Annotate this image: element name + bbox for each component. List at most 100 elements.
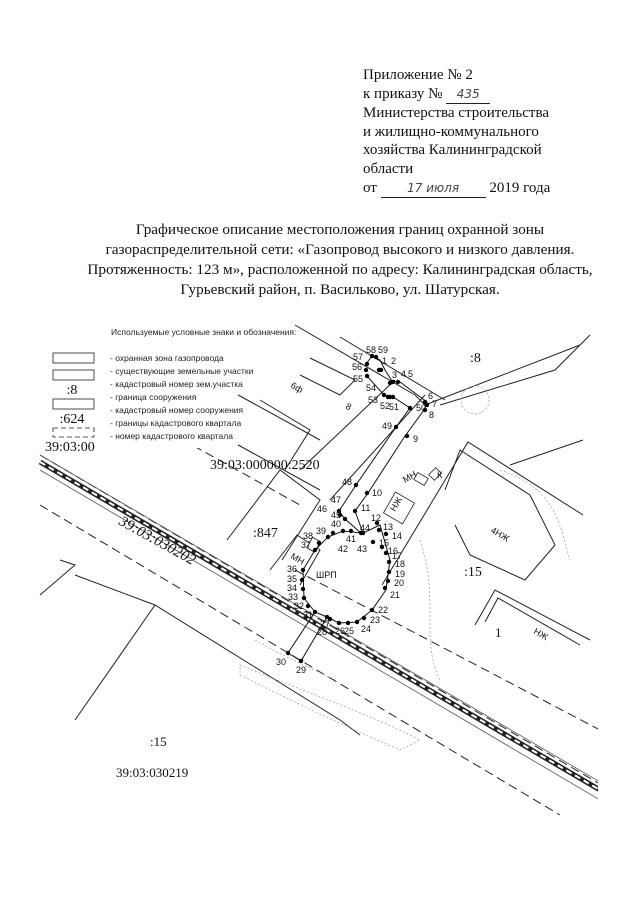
boundary-point-label: 46 (317, 504, 327, 514)
boundary-point-label: 41 (346, 534, 356, 544)
order-number-handwritten: 435 (446, 85, 491, 105)
boundary-point-label: 44 (360, 523, 370, 533)
boundary-point-label: 45 (331, 510, 341, 520)
boundary-point-label: 17 (392, 551, 402, 561)
site-features (239, 385, 571, 751)
boundary-point-label: 3 (392, 370, 397, 380)
legend-swatch-quarter (52, 427, 95, 438)
boundary-point-marker (300, 567, 306, 573)
boundary-point-label: 42 (338, 544, 348, 554)
boundary-point-marker (364, 373, 370, 379)
boundary-point-label: 16 (388, 546, 398, 556)
boundary-point-marker (353, 482, 359, 488)
boundary-point-marker (340, 528, 346, 534)
boundary-point-marker (386, 569, 392, 575)
boundary-point-marker (336, 620, 342, 626)
boundary-point-marker (342, 516, 348, 522)
shrp-label: ШРП (316, 570, 337, 580)
parcel-label-15-bottom: :15 (150, 734, 167, 749)
legend-label-quarter: - границы кадастрового квартала (110, 418, 241, 428)
boundary-point-label: 52 (380, 401, 390, 411)
boundary-point-marker (330, 530, 336, 536)
zh4-label: 4НЖ (489, 525, 512, 544)
railway (38, 454, 598, 800)
parcel-label-2520: 39:03:000000:2520 (210, 458, 320, 473)
boundary-point-label: 40 (331, 519, 341, 529)
boundary-point-label: 9 (413, 434, 418, 444)
appendix-number: Приложение № 2 (363, 67, 473, 83)
document-title: Графическое описание местоположения гран… (60, 220, 620, 300)
boundary-point-marker (369, 607, 375, 613)
date-prefix: от (363, 179, 377, 196)
ministry-line-2: и жилищно-коммунального (363, 123, 539, 140)
boundary-point-label: 23 (370, 615, 380, 625)
boundary-point-label: 27 (320, 619, 330, 629)
boundary-point-label: 20 (394, 578, 404, 588)
boundary-point-label: 28 (317, 627, 327, 637)
boundary-point-label: 59 (378, 345, 388, 355)
boundary-point-label: 33 (288, 592, 298, 602)
boundary-point-label: 1 (382, 356, 387, 366)
boundary-point-label: 54 (366, 383, 376, 393)
boundary-point-marker (378, 367, 384, 373)
boundary-point-label: 13 (383, 522, 393, 532)
legend-label-structure: - граница сооружения (110, 392, 197, 402)
date-line: от 17 июля 2019 года (363, 179, 550, 199)
boundary-point-label: 30 (276, 657, 286, 667)
boundary-point-marker (363, 367, 369, 373)
date-suffix: 2019 года (489, 179, 551, 196)
boundary-point-marker (364, 361, 370, 367)
building-6f-label: 6ф (289, 380, 305, 395)
boundary-point-label: 21 (390, 590, 400, 600)
boundary-point-marker (374, 520, 380, 526)
boundary-point-marker (364, 490, 370, 496)
parcel-label-847: :847 (253, 526, 278, 541)
boundary-point-label: 12 (371, 513, 381, 523)
boundary-point-marker (395, 379, 401, 385)
boundary-point-marker (385, 578, 391, 584)
boundary-point-label: 6 (428, 391, 433, 401)
boundary-point-label: 14 (392, 531, 402, 541)
boundary-point-marker (369, 353, 375, 359)
boundary-point-marker (381, 392, 387, 398)
legend-label-parcels: - существующие земельные участки (110, 366, 254, 376)
nzh-label-2: НЖ (532, 626, 550, 642)
boundary-point-marker (312, 609, 318, 615)
boundary-point-marker (407, 405, 413, 411)
boundary-point-label: 11 (361, 503, 370, 513)
order-line: к приказу № 435 (363, 85, 550, 105)
legend-swatch-parcel (52, 369, 95, 381)
title-line-4: Гурьевский район, п. Васильково, ул. Шат… (180, 281, 500, 298)
date-handwritten: 17 июля (380, 179, 486, 199)
boundary-point-marker (316, 540, 322, 546)
boundary-point-marker (360, 530, 366, 536)
boundary-point-label: 56 (352, 362, 362, 372)
boundary-point-marker (382, 585, 388, 591)
boundary-point-marker (424, 402, 430, 408)
boundary-point-marker (300, 586, 306, 592)
boundary-point-marker (352, 508, 358, 514)
boundary-point-label: 51 (389, 402, 399, 412)
boundary-point-label: 37 (301, 540, 311, 550)
boundary-point-label: 5 (408, 369, 413, 379)
boundary-point-label: 58 (366, 345, 376, 355)
building-8-label: 8 (344, 401, 353, 412)
boundary-point-label: 57 (353, 352, 363, 362)
boundary-point-label: 34 (287, 583, 297, 593)
boundary-point-marker (376, 527, 382, 533)
title-line-3: Протяженность: 123 м», расположенной по … (87, 261, 593, 278)
boundary-point-label: 47 (331, 495, 341, 505)
boundary-point-label: 10 (372, 488, 382, 498)
boundary-point-label: 15 (379, 538, 389, 548)
label-1: 1 (495, 625, 502, 640)
boundary-point-label: 31 (303, 610, 313, 620)
quarter-boundaries (39, 404, 598, 816)
boundary-point-label: 55 (353, 374, 363, 384)
boundary-point-label: 24 (361, 624, 371, 634)
boundary-point-marker (361, 615, 367, 621)
k-label: К (437, 470, 443, 480)
boundary-point-marker (404, 433, 410, 439)
boundary-point-label: 25 (344, 626, 354, 636)
boundary-point-label: 38 (303, 531, 313, 541)
